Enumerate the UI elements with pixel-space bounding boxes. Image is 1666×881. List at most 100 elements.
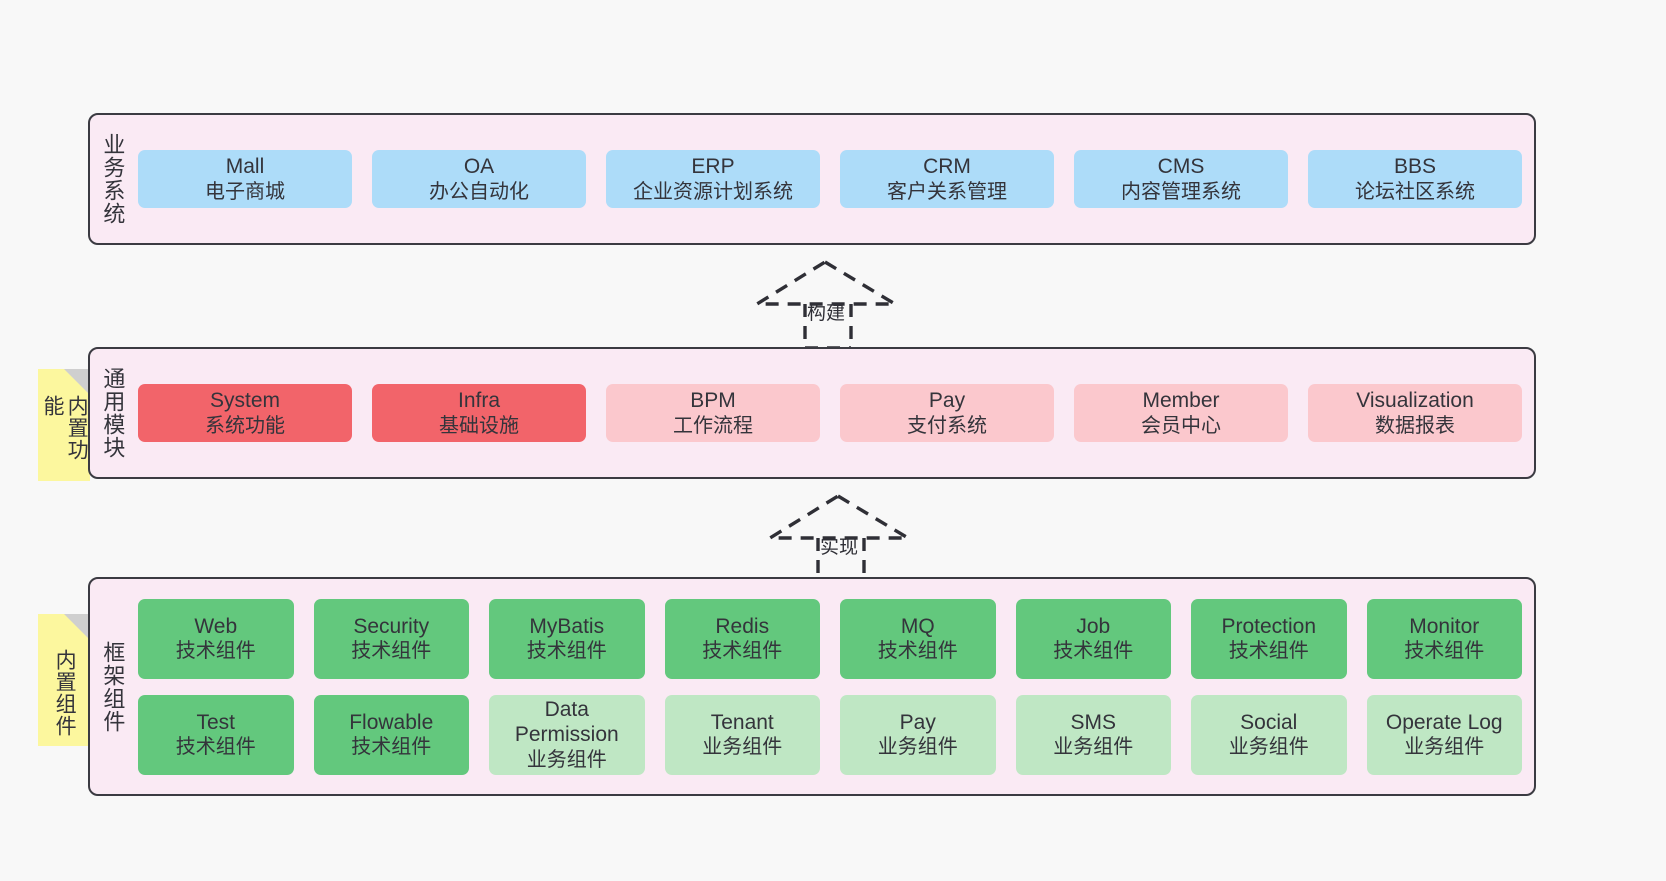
module-subtitle: 技术组件 (526, 640, 607, 663)
module-card-pay[interactable]: Pay 支付系统 (840, 384, 1054, 442)
module-subtitle: 技术组件 (1228, 640, 1309, 663)
module-card-flowable[interactable]: Flowable 技术组件 (313, 694, 469, 775)
module-subtitle: 业务组件 (1404, 736, 1485, 759)
module-card-test[interactable]: Test 技术组件 (138, 694, 294, 775)
layer-body-framework-component: Web 技术组件 Security 技术组件 MyBatis 技术组件 Redi… (134, 579, 1534, 794)
module-subtitle: 业务组件 (702, 736, 783, 759)
module-subtitle: 业务组件 (877, 736, 958, 759)
module-subtitle: 技术组件 (702, 640, 783, 663)
module-name: ERP (691, 155, 735, 178)
module-name: Visualization (1356, 389, 1474, 412)
module-subtitle: 办公自动化 (429, 180, 529, 203)
module-name: Operate Log (1385, 710, 1503, 734)
module-name: Monitor (1409, 614, 1480, 638)
module-name: Test (196, 710, 235, 734)
layer-title-framework-component: 框架组件 (100, 640, 126, 733)
module-subtitle: 业务组件 (1228, 736, 1309, 759)
module-card-redis[interactable]: Redis 技术组件 (664, 598, 820, 679)
module-name: Pay (928, 389, 966, 412)
module-subtitle: 数据报表 (1375, 414, 1455, 437)
sticky-note-builtin-components: 内置组件 (38, 614, 90, 746)
module-card-bbs[interactable]: BBS 论坛社区系统 (1308, 150, 1522, 208)
module-card-monitor[interactable]: Monitor 技术组件 (1366, 598, 1522, 679)
layer-title-common-module: 通用模块 (100, 367, 126, 459)
module-subtitle: 客户关系管理 (887, 180, 1007, 203)
module-card-operate-log[interactable]: Operate Log 业务组件 (1366, 694, 1522, 775)
module-card-data-permission[interactable]: Data Permission 业务组件 (489, 694, 645, 775)
module-card-job[interactable]: Job 技术组件 (1015, 598, 1171, 679)
module-subtitle: 论坛社区系统 (1355, 180, 1475, 203)
module-subtitle: 技术组件 (175, 736, 256, 759)
module-card-mybatis[interactable]: MyBatis 技术组件 (489, 598, 645, 679)
module-card-crm[interactable]: CRM 客户关系管理 (840, 150, 1054, 208)
module-name: Social (1240, 710, 1298, 734)
module-card-system[interactable]: System 系统功能 (138, 384, 352, 442)
module-card-social[interactable]: Social 业务组件 (1191, 694, 1347, 775)
module-card-protection[interactable]: Protection 技术组件 (1191, 598, 1347, 679)
layer-row: Mall 电子商城 OA 办公自动化 ERP 企业资源计划系统 CRM 客户关系… (138, 150, 1522, 208)
module-name: Job (1076, 614, 1111, 638)
layer-business-system: 业务系统 Mall 电子商城 OA 办公自动化 ERP 企业资源计划系统 CRM… (88, 113, 1536, 245)
module-subtitle: 工作流程 (673, 414, 753, 437)
note-fold-icon (64, 369, 90, 395)
module-card-pay-component[interactable]: Pay 业务组件 (840, 694, 996, 775)
module-name: CRM (923, 155, 971, 178)
module-name: Flowable (349, 710, 434, 734)
module-subtitle: 电子商城 (205, 180, 285, 203)
module-subtitle: 技术组件 (877, 640, 958, 663)
module-card-member[interactable]: Member 会员中心 (1074, 384, 1288, 442)
sticky-note-builtin-features: 内置功能 (38, 369, 90, 481)
module-name: Tenant (710, 710, 774, 734)
layer-row: Web 技术组件 Security 技术组件 MyBatis 技术组件 Redi… (138, 598, 1522, 679)
module-name: Infra (457, 389, 501, 412)
module-name: System (209, 389, 280, 412)
module-name: MyBatis (529, 614, 605, 638)
module-card-tenant[interactable]: Tenant 业务组件 (664, 694, 820, 775)
module-card-web[interactable]: Web 技术组件 (138, 598, 294, 679)
layer-title-business-system: 业务系统 (100, 133, 126, 225)
module-card-bpm[interactable]: BPM 工作流程 (606, 384, 820, 442)
module-subtitle: 技术组件 (1053, 640, 1134, 663)
module-name: Redis (715, 614, 770, 638)
module-subtitle: 企业资源计划系统 (633, 180, 793, 203)
module-name: Data Permission (514, 697, 619, 747)
module-subtitle: 业务组件 (526, 748, 607, 771)
module-name: CMS (1157, 155, 1205, 178)
module-subtitle: 会员中心 (1141, 414, 1221, 437)
module-name: Member (1142, 389, 1220, 412)
module-card-mall[interactable]: Mall 电子商城 (138, 150, 352, 208)
module-name: BBS (1393, 155, 1437, 178)
module-card-oa[interactable]: OA 办公自动化 (372, 150, 586, 208)
module-subtitle: 基础设施 (439, 414, 519, 437)
module-card-cms[interactable]: CMS 内容管理系统 (1074, 150, 1288, 208)
module-card-security[interactable]: Security 技术组件 (313, 598, 469, 679)
module-card-infra[interactable]: Infra 基础设施 (372, 384, 586, 442)
module-card-mq[interactable]: MQ 技术组件 (840, 598, 996, 679)
module-name: Pay (899, 710, 936, 734)
module-subtitle: 技术组件 (351, 736, 432, 759)
module-card-sms[interactable]: SMS 业务组件 (1015, 694, 1171, 775)
layer-common-module: 通用模块 System 系统功能 Infra 基础设施 BPM 工作流程 Pay… (88, 347, 1536, 479)
layer-row: System 系统功能 Infra 基础设施 BPM 工作流程 Pay 支付系统… (138, 384, 1522, 442)
module-subtitle: 内容管理系统 (1121, 180, 1241, 203)
module-name: Security (353, 614, 430, 638)
connector-build-label: 构建 (807, 303, 846, 324)
layer-framework-component: 框架组件 Web 技术组件 Security 技术组件 MyBatis 技术组件… (88, 577, 1536, 796)
module-name: OA (463, 155, 495, 178)
module-card-erp[interactable]: ERP 企业资源计划系统 (606, 150, 820, 208)
connector-implement-label: 实现 (820, 537, 859, 558)
module-subtitle: 技术组件 (175, 640, 256, 663)
layer-row: Test 技术组件 Flowable 技术组件 Data Permission … (138, 694, 1522, 775)
module-subtitle: 技术组件 (351, 640, 432, 663)
module-subtitle: 技术组件 (1404, 640, 1485, 663)
module-name: Web (194, 614, 238, 638)
module-name: MQ (900, 614, 935, 638)
module-subtitle: 系统功能 (205, 414, 285, 437)
module-subtitle: 业务组件 (1053, 736, 1134, 759)
module-card-visualization[interactable]: Visualization 数据报表 (1308, 384, 1522, 442)
module-name: SMS (1070, 710, 1116, 734)
layer-body-common-module: System 系统功能 Infra 基础设施 BPM 工作流程 Pay 支付系统… (134, 349, 1534, 477)
module-subtitle: 支付系统 (907, 414, 987, 437)
layer-body-business-system: Mall 电子商城 OA 办公自动化 ERP 企业资源计划系统 CRM 客户关系… (134, 115, 1534, 243)
